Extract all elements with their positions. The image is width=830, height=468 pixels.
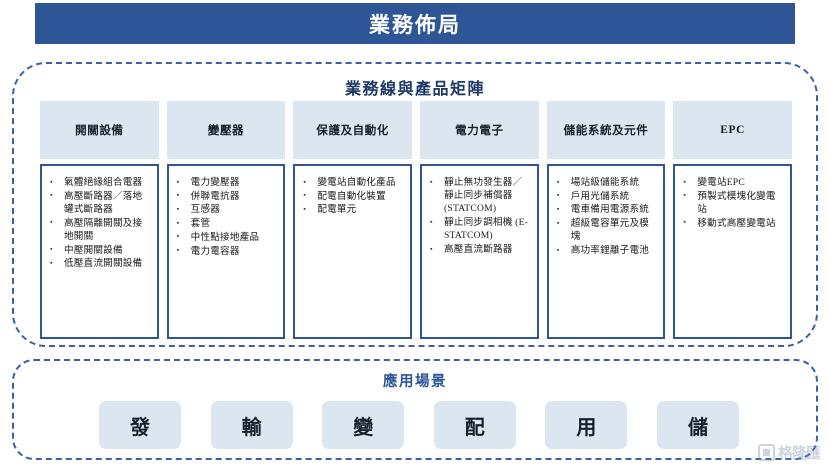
list-item: 高功率鋰離子電池	[556, 244, 659, 257]
list-item: 高壓直流斷路器	[429, 243, 532, 256]
watermark-logo-icon	[757, 444, 775, 461]
watermark-label: 格隆匯	[777, 446, 821, 462]
matrix-column-energy-storage: 儲能系統及元件 場站級儲能系統 戶用光儲系統 電車備用電源系統 超級電容單元及模…	[546, 101, 666, 339]
column-header: 變壓器	[166, 101, 286, 159]
list-item: 氣體絕緣組合電器	[49, 175, 152, 189]
applications-section-title: 應用場景	[383, 374, 447, 390]
application-box-consumption: 用	[545, 401, 628, 449]
list-item: 套管	[176, 217, 279, 230]
product-list: 氣體絕緣組合電器 高壓斷路器／落地罐式斷路器 高壓隔離開關及接地開關 中壓開關設…	[49, 175, 152, 270]
list-item: 變電站自動化產品	[302, 175, 405, 189]
column-body: 靜止無功發生器／靜止同步補償器 (STATCOM) 靜止同步調相機 (E-STA…	[420, 164, 539, 339]
list-item: 變電站EPC	[682, 175, 785, 189]
column-header: EPC	[673, 101, 793, 159]
matrix-column-transformer: 變壓器 電力變壓器 併聯電抗器 互感器 套管 中性點接地產品 電力電容器	[166, 101, 286, 339]
application-box-distribution: 配	[433, 401, 516, 449]
list-item: 配電自動化裝置	[302, 189, 405, 203]
page-banner: 業務佈局	[35, 3, 795, 44]
column-body: 氣體絕緣組合電器 高壓斷路器／落地罐式斷路器 高壓隔離開關及接地開關 中壓開關設…	[40, 164, 159, 339]
list-item: 中性點接地產品	[176, 230, 279, 244]
list-item: 場站級儲能系統	[556, 175, 659, 189]
application-boxes-row: 發 輸 變 配 用 儲	[99, 401, 739, 449]
list-item: 戶用光儲系統	[556, 189, 659, 203]
list-item: 高壓隔離開關及接地開關	[49, 216, 152, 243]
list-item: 靜止同步調相機 (E-STATCOM)	[429, 216, 532, 242]
list-item: 互感器	[176, 203, 279, 216]
list-item: 電車備用電源系統	[556, 203, 659, 216]
matrix-column-epc: EPC 變電站EPC 預製式模塊化變電站 移動式高壓變電站	[673, 101, 793, 339]
application-box-generation: 發	[99, 401, 181, 449]
column-body: 電力變壓器 併聯電抗器 互感器 套管 中性點接地產品 電力電容器	[166, 164, 286, 339]
product-list: 場站級儲能系統 戶用光儲系統 電車備用電源系統 超級電容單元及模塊 高功率鋰離子…	[556, 175, 659, 257]
list-item: 併聯電抗器	[176, 189, 279, 203]
list-item: 電力變壓器	[176, 175, 279, 189]
column-body: 場站級儲能系統 戶用光儲系統 電車備用電源系統 超級電容單元及模塊 高功率鋰離子…	[546, 164, 666, 339]
business-matrix-section: 業務線與產品矩陣 開關設備 氣體絕緣組合電器 高壓斷路器／落地罐式斷路器 高壓隔…	[12, 62, 818, 347]
list-item: 移動式高壓變電站	[682, 216, 785, 230]
matrix-columns: 開關設備 氣體絕緣組合電器 高壓斷路器／落地罐式斷路器 高壓隔離開關及接地開關 …	[40, 101, 793, 339]
column-header: 開關設備	[40, 101, 159, 159]
list-item: 靜止無功發生器／靜止同步補償器 (STATCOM)	[429, 176, 532, 216]
application-box-transformation: 變	[322, 401, 405, 449]
list-item: 電力電容器	[176, 244, 279, 258]
application-scenarios-section: 應用場景 發 輸 變 配 用 儲	[12, 359, 818, 460]
column-header: 電力電子	[420, 101, 539, 159]
list-item: 中壓開關設備	[49, 243, 152, 257]
column-header: 儲能系統及元件	[546, 101, 666, 159]
product-list: 靜止無功發生器／靜止同步補償器 (STATCOM) 靜止同步調相機 (E-STA…	[429, 176, 532, 256]
page-title: 業務佈局	[369, 12, 461, 37]
matrix-column-switchgear: 開關設備 氣體絕緣組合電器 高壓斷路器／落地罐式斷路器 高壓隔離開關及接地開關 …	[40, 101, 159, 339]
list-item: 配電單元	[302, 203, 405, 216]
application-box-transmission: 輸	[210, 401, 293, 449]
application-box-storage: 儲	[656, 401, 739, 449]
matrix-section-title: 業務線與產品矩陣	[344, 81, 485, 98]
column-body: 變電站自動化產品 配電自動化裝置 配電單元	[293, 164, 413, 339]
watermark: 格隆匯	[757, 442, 821, 463]
product-list: 變電站自動化產品 配電自動化裝置 配電單元	[302, 175, 405, 217]
product-list: 變電站EPC 預製式模塊化變電站 移動式高壓變電站	[682, 175, 785, 230]
list-item: 預製式模塊化變電站	[682, 189, 785, 216]
product-list: 電力變壓器 併聯電抗器 互感器 套管 中性點接地產品 電力電容器	[176, 175, 279, 258]
list-item: 高壓斷路器／落地罐式斷路器	[49, 189, 152, 216]
matrix-column-power-electronics: 電力電子 靜止無功發生器／靜止同步補償器 (STATCOM) 靜止同步調相機 (…	[420, 101, 539, 339]
column-body: 變電站EPC 預製式模塊化變電站 移動式高壓變電站	[673, 164, 793, 339]
matrix-column-protection-automation: 保護及自動化 變電站自動化產品 配電自動化裝置 配電單元	[293, 101, 413, 339]
list-item: 超級電容單元及模塊	[556, 217, 659, 243]
column-header: 保護及自動化	[293, 101, 413, 159]
list-item: 低壓直流開關設備	[49, 257, 152, 270]
